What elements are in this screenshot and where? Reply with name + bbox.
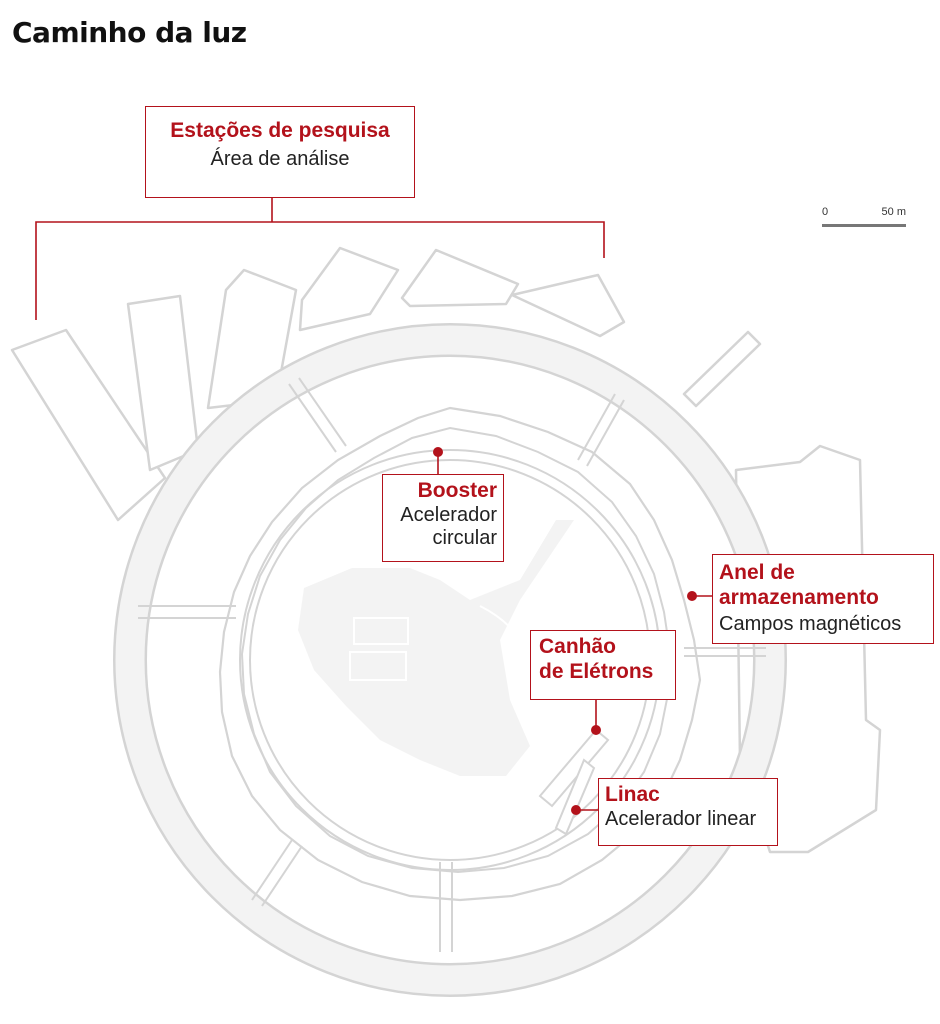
shielding-wall-outer [218,406,702,902]
booster-title: Booster [417,479,497,502]
anel-callout: Anel de armazenamento Campos magnéticos [712,554,934,644]
linac-structure [554,758,596,836]
scale-fifty: 50 m [881,206,906,218]
linac-title: Linac [605,783,660,806]
linac-dot [571,805,581,815]
beamline-building [400,248,520,308]
scale-bar: 0 50 m [822,206,906,232]
storage-ring-band-fill [115,325,785,995]
beamline-buildings [10,246,882,854]
estacoes-title: Estações de pesquisa [170,119,390,142]
booster-subtitle-2: circular [432,527,497,550]
transfer-corridor [682,330,762,408]
anel-subtitle: Campos magnéticos [719,612,902,635]
central-building [298,520,574,776]
canhao-title-1: Canhão [539,635,617,658]
anel-title-2: armazenamento [719,585,879,609]
beamline-building [510,273,626,338]
shielding-wall-inner [240,426,672,874]
scale-line [822,224,906,227]
linac-subtitle: Acelerador linear [605,807,757,830]
anel-title-1: Anel de [719,561,795,584]
canhao-dot [591,725,601,735]
booster-dot [433,447,443,457]
scale-zero: 0 [822,206,829,218]
page-title: Caminho da luz [12,16,247,49]
beamline-building [10,328,167,522]
booster-callout: Booster Acelerador circular [382,474,504,562]
research-bracket [35,221,605,320]
canhao-title-2: de Elétrons [539,659,654,683]
beamline-building [298,246,400,332]
anel-dot [687,591,697,601]
linac-callout: Linac Acelerador linear [598,778,778,846]
canhao-callout: Canhão de Elétrons [530,630,676,700]
booster-subtitle-1: Acelerador [400,503,497,526]
estacoes-callout: Estações de pesquisa Área de análise [145,106,415,198]
linac-structure [538,728,610,808]
estacoes-subtitle: Área de análise [210,147,350,170]
radial-tunnels [138,377,766,952]
